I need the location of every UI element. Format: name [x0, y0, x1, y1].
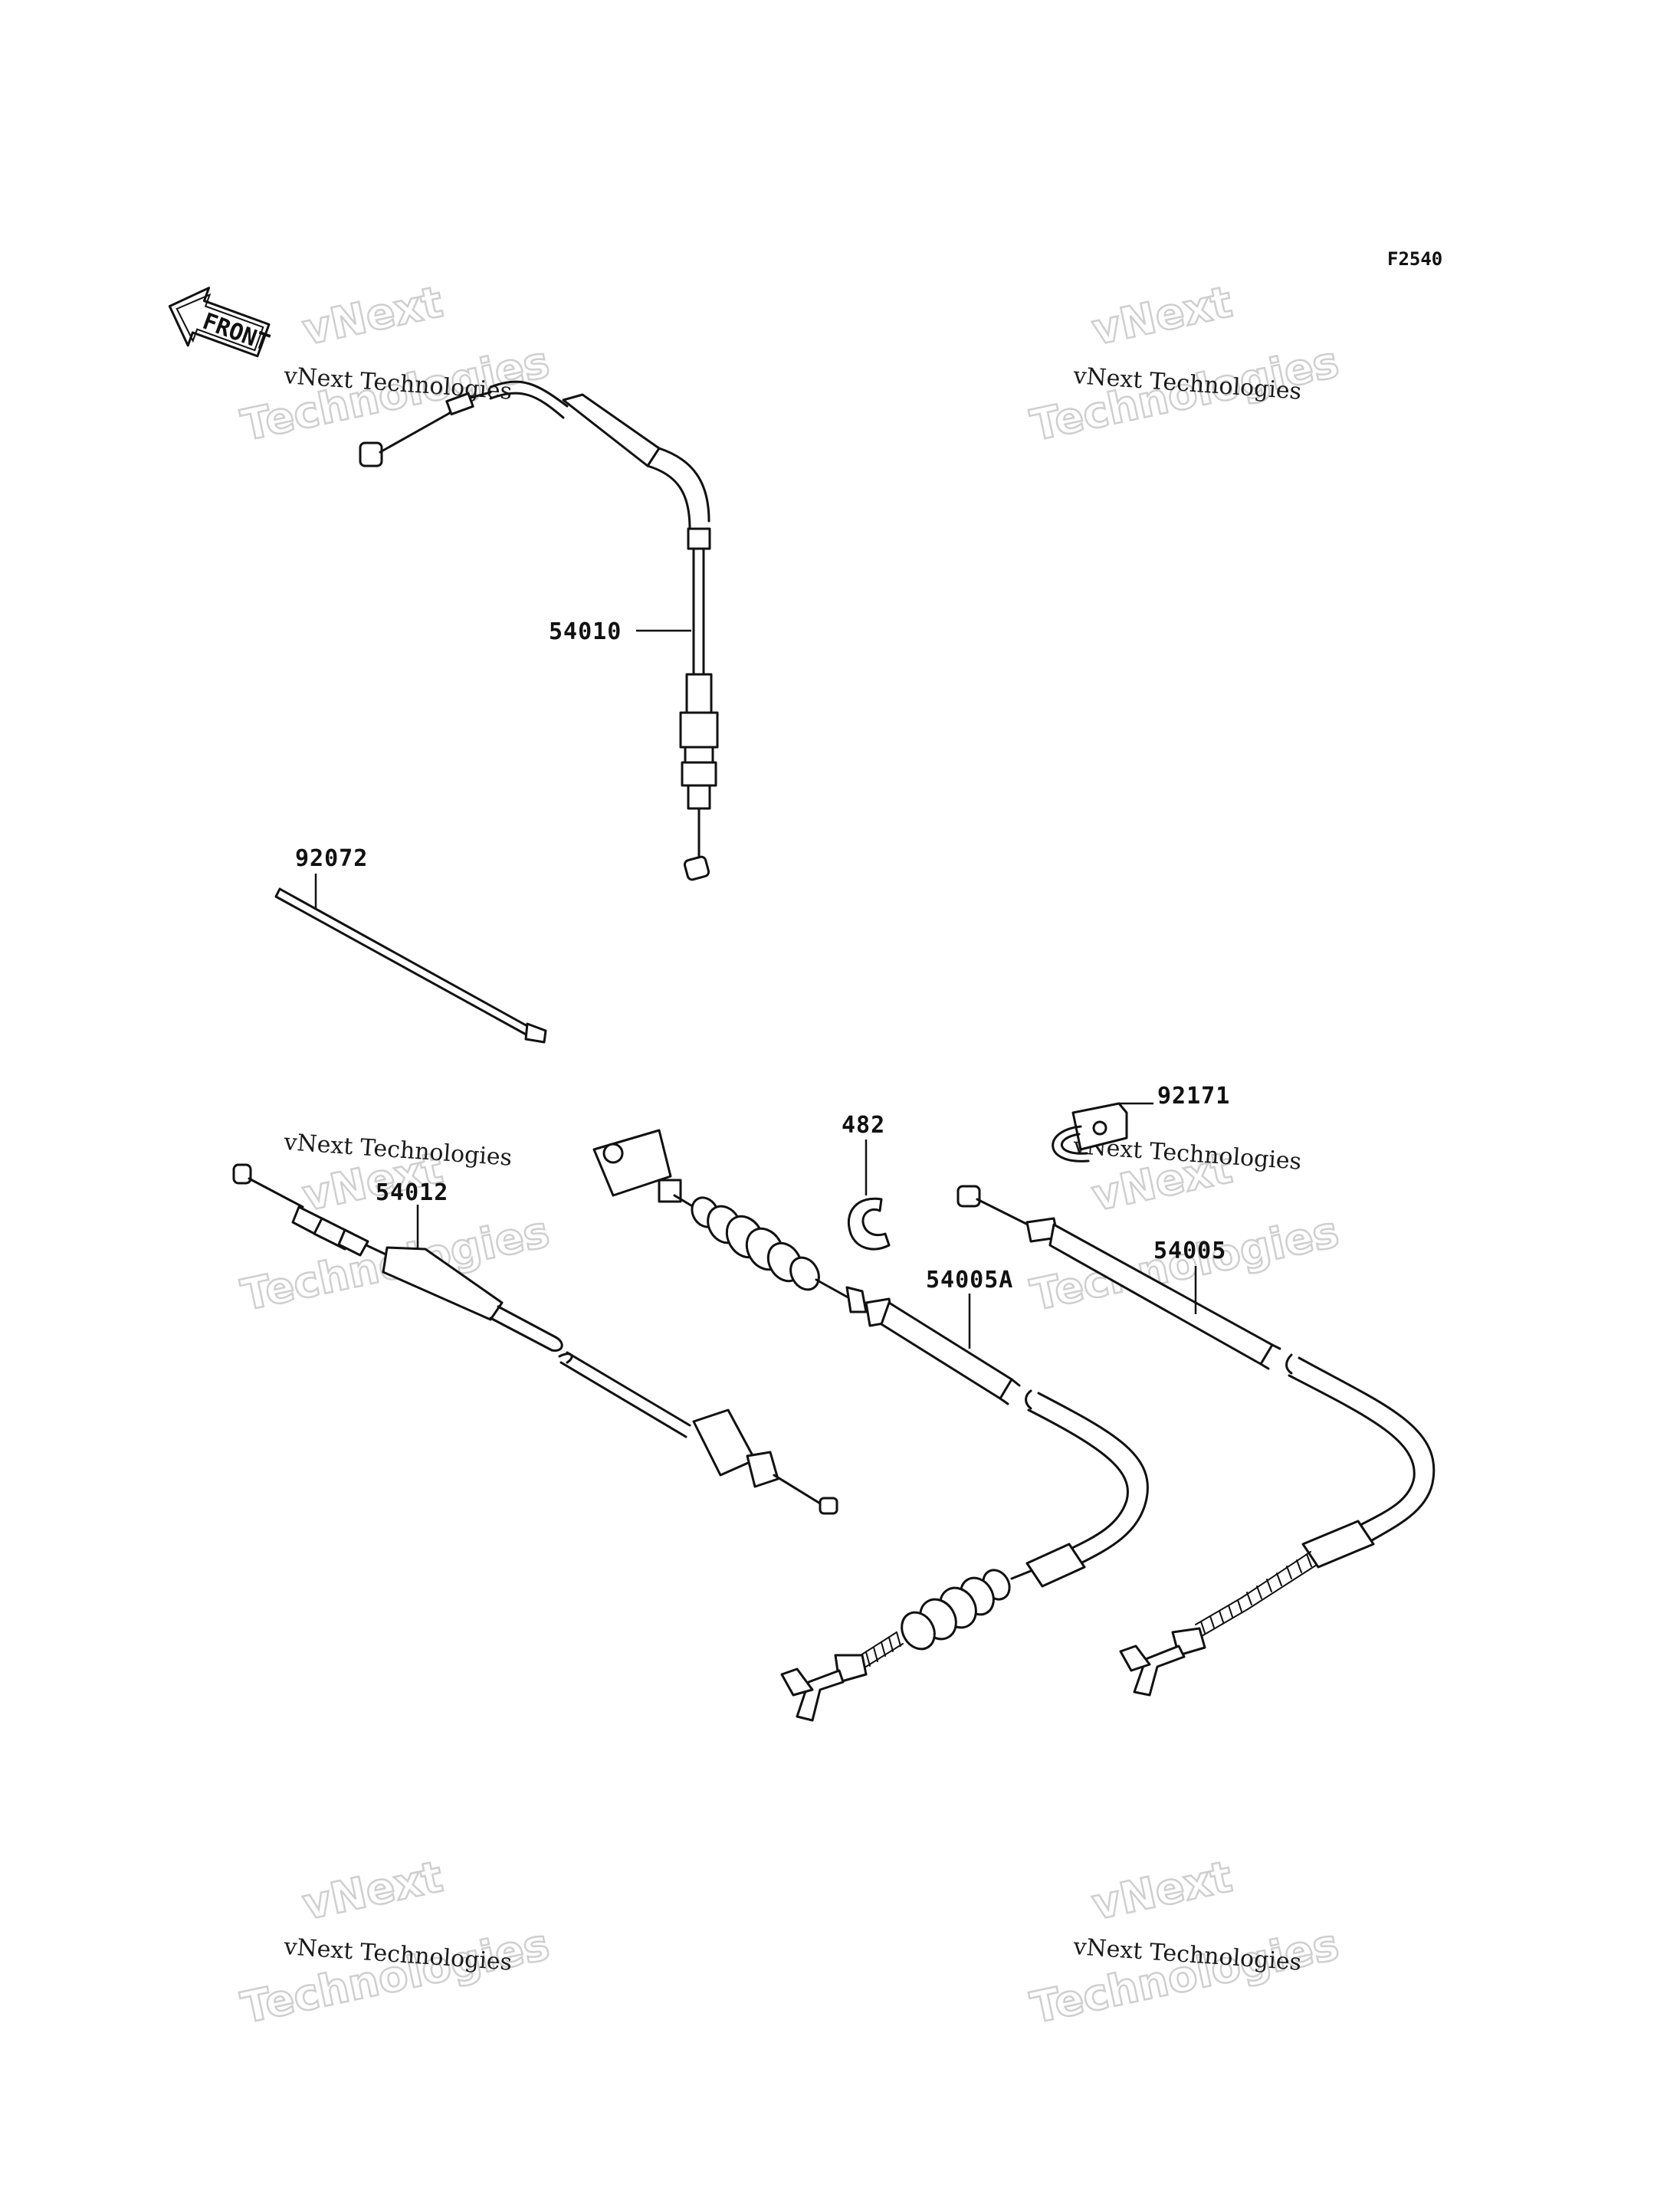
watermark-brand: vNext — [298, 277, 447, 356]
part-482-clip: 482 — [842, 1112, 891, 1251]
watermark-bottom-right: vNext Technologies vNext Technologies — [1025, 1851, 1344, 2035]
figure-code: F2540 — [1387, 248, 1442, 270]
watermark-brand: vNext — [1088, 1852, 1236, 1930]
watermark-top-right: vNext Technologies vNext Technologies — [1025, 277, 1344, 452]
part-label-54005A: 54005A — [926, 1267, 1013, 1294]
part-label-92072: 92072 — [295, 845, 368, 872]
part-label-482: 482 — [842, 1112, 885, 1139]
part-label-92171: 92171 — [1157, 1083, 1230, 1110]
watermark-top-left: vNext Technologies vNext Technologies — [236, 277, 554, 452]
part-54005A-cable: 54005A — [592, 1129, 1149, 1722]
part-92171-clamp: 92171 — [1052, 1083, 1230, 1162]
front-arrow-icon: FRONT — [168, 287, 273, 358]
watermark-bottom-left: vNext Technologies vNext Technologies — [236, 1851, 554, 2035]
watermark-brand: vNext — [1088, 277, 1236, 356]
watermark-mid-left: vNext Technologies vNext Technologies — [236, 1129, 554, 1322]
watermark-brand: vNext — [298, 1852, 447, 1930]
part-54012-cable: 54012 — [232, 1163, 838, 1515]
part-label-54012: 54012 — [376, 1179, 448, 1206]
part-label-54005: 54005 — [1153, 1238, 1226, 1264]
part-54010-cable: 54010 — [359, 380, 719, 881]
part-92072-cable-tie: 92072 — [274, 845, 547, 1044]
part-54005-cable: 54005 — [956, 1185, 1436, 1697]
part-label-54010: 54010 — [549, 618, 622, 645]
